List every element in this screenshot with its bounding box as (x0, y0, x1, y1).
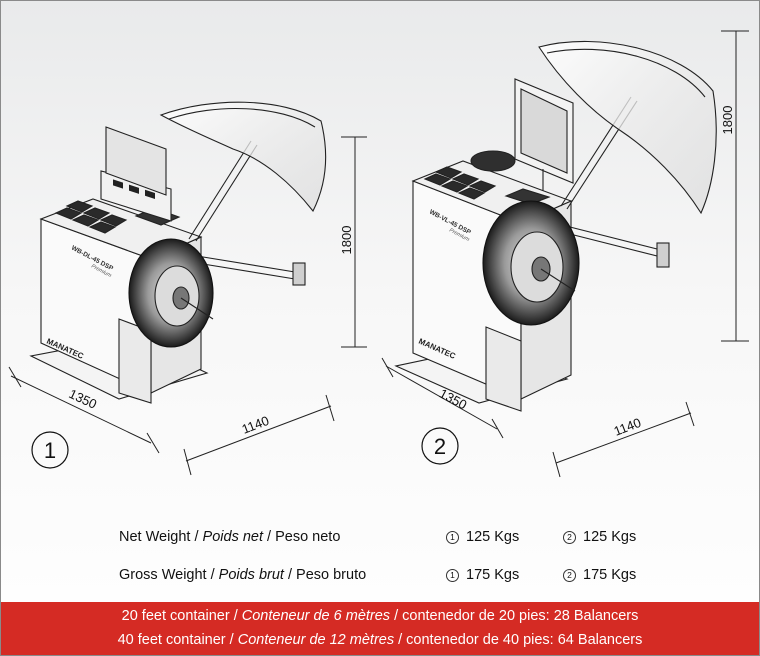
gross-weight-label-fr: Poids brut (218, 567, 284, 583)
net-weight-machine-2: 2 125 Kgs (563, 529, 636, 545)
machine-1-marker: 1 (446, 531, 459, 544)
container-40ft-fr: Conteneur de 12 mètres (237, 632, 395, 648)
container-capacity-banner: 20 feet container / Conteneur de 6 mètre… (1, 602, 759, 655)
machine-1-number-badge (31, 431, 69, 469)
gross-weight-machine-1: 1 175 Kgs (446, 567, 519, 583)
machine-2-dimension-lines (381, 30, 749, 478)
gross-weight-label-en: Gross Weight / (119, 567, 219, 583)
container-20ft-fr: Conteneur de 6 mètres (241, 608, 391, 624)
machine-1-width-dimension: 1350 (67, 386, 100, 412)
gross-weight-machine-2: 2 175 Kgs (563, 567, 636, 583)
machine-2-marker: 2 (563, 531, 576, 544)
container-20ft-en: 20 feet container / (121, 608, 242, 624)
net-weight-label-es: / Peso neto (263, 529, 341, 545)
container-40ft-en: 40 feet container / (117, 632, 238, 648)
net-weight-label-en: Net Weight / (119, 529, 203, 545)
machine-2-depth-dimension: 1140 (612, 415, 643, 439)
net-weight-label-fr: Poids net (202, 529, 264, 545)
gross-weight-label-es: / Peso bruto (283, 567, 367, 583)
net-weight-machine-1: 1 125 Kgs (446, 529, 519, 545)
container-40ft-es: / contenedor de 40 pies: 64 Balancers (394, 632, 643, 648)
net-weight-label: Net Weight / Poids net / Peso neto (119, 529, 340, 545)
machine-2-height-dimension: 1800 (720, 106, 735, 135)
machine-2-number-badge (421, 427, 459, 465)
machine-2-marker: 2 (563, 569, 576, 582)
machine-1-depth-dimension: 1140 (240, 413, 271, 437)
machine-1-dimension-lines (8, 136, 367, 476)
container-40ft-line: 40 feet container / Conteneur de 12 mètr… (1, 632, 759, 648)
container-20ft-line: 20 feet container / Conteneur de 6 mètre… (1, 608, 759, 624)
machine-2-number: 2 (434, 434, 446, 459)
machine-2-drawing (394, 41, 717, 412)
gross-weight-label: Gross Weight / Poids brut / Peso bruto (119, 567, 366, 583)
net-weight-value-1: 125 Kgs (466, 529, 520, 545)
net-weight-value-2: 125 Kgs (583, 529, 637, 545)
machine-1-marker: 1 (446, 569, 459, 582)
container-20ft-es: / contenedor de 20 pies: 28 Balancers (390, 608, 639, 624)
machine-1-number: 1 (44, 438, 56, 463)
gross-weight-value-2: 175 Kgs (583, 567, 637, 583)
machine-1-height-dimension: 1800 (339, 226, 354, 255)
gross-weight-value-1: 175 Kgs (466, 567, 520, 583)
machine-1-drawing (29, 101, 327, 404)
dimension-diagram: WB-DL-45 DSP Premium MANATEC 1800 1350 1… (8, 30, 749, 478)
